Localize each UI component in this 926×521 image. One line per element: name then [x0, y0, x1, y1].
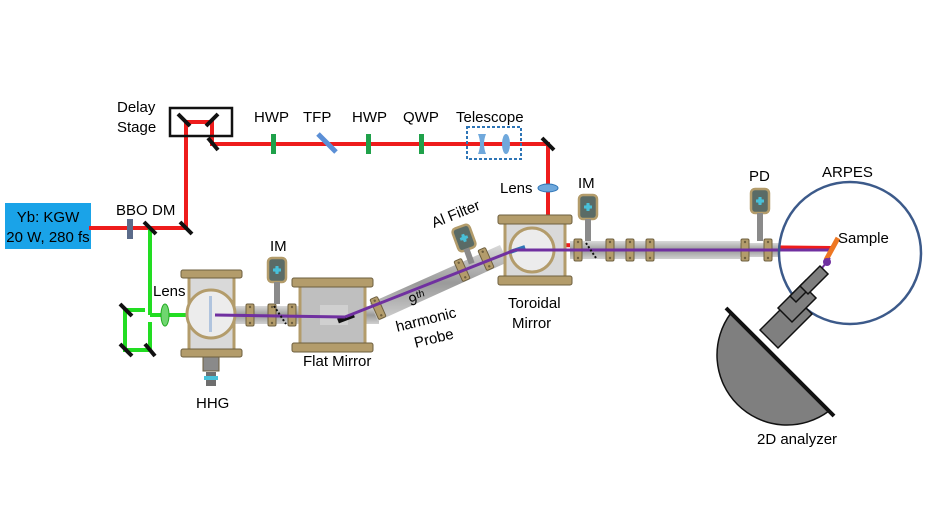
source-line1: Yb: KGW [17, 209, 80, 226]
label-dm: DM [152, 202, 175, 219]
arpes-chamber [777, 180, 923, 326]
delay-mirror-out [206, 136, 220, 152]
telescope [466, 126, 522, 160]
pd-gauge [749, 187, 771, 241]
label-mirror: Mirror [512, 315, 551, 332]
label-al-filter: Al Filter [429, 197, 483, 232]
source-line2: 20 W, 280 fs [6, 229, 89, 246]
dichroic-mirror [142, 220, 158, 236]
label-sample: Sample [838, 230, 889, 247]
label-flat-mirror: Flat Mirror [303, 353, 371, 370]
sample-plate [823, 236, 841, 262]
hhg-chamber [180, 269, 243, 386]
label-arpes: ARPES [822, 164, 873, 181]
im-left-gauge [266, 256, 288, 304]
al-filter-gauge [449, 222, 479, 265]
label-bbo: BBO [116, 202, 148, 219]
label-lens-left: Lens [153, 283, 186, 300]
fold-mirror-1 [178, 220, 194, 236]
laser-source: Yb: KGW 20 W, 280 fs [5, 203, 91, 249]
green-mirror-2 [118, 342, 134, 358]
green-mirror-1 [118, 302, 134, 318]
pump-lens [537, 183, 559, 193]
laser-source-box [5, 203, 91, 249]
label-analyzer: 2D analyzer [757, 431, 837, 448]
label-pd: PD [749, 168, 770, 185]
qwp-plate [419, 134, 424, 154]
tfp-plate [316, 132, 338, 154]
label-telescope: Telescope [456, 109, 524, 126]
label-im-right: IM [578, 175, 595, 192]
delay-stage [168, 106, 234, 138]
photoelectron-dot [823, 258, 831, 266]
label-tfp: TFP [303, 109, 331, 126]
label-hwp1: HWP [254, 109, 289, 126]
label-lens-top: Lens [500, 180, 533, 197]
label-ninth: 9th [407, 288, 428, 310]
label-hwp2: HWP [352, 109, 387, 126]
im-irises [273, 242, 597, 325]
label-qwp: QWP [403, 109, 439, 126]
focus-lens [160, 303, 170, 327]
green-mirror-3 [143, 342, 157, 358]
label-delay-1: Delay [117, 99, 156, 116]
label-toroidal: Toroidal [508, 295, 561, 312]
label-im-left: IM [270, 238, 287, 255]
xuv-beam [214, 248, 830, 319]
label-delay-2: Stage [117, 119, 156, 136]
bbo-crystal [127, 219, 133, 239]
hwp2-plate [366, 134, 371, 154]
im-right-gauge [577, 193, 599, 241]
corner-mirror [540, 136, 556, 152]
label-hhg: HHG [196, 395, 229, 412]
hwp1-plate [271, 134, 276, 154]
analyzer [716, 264, 836, 426]
